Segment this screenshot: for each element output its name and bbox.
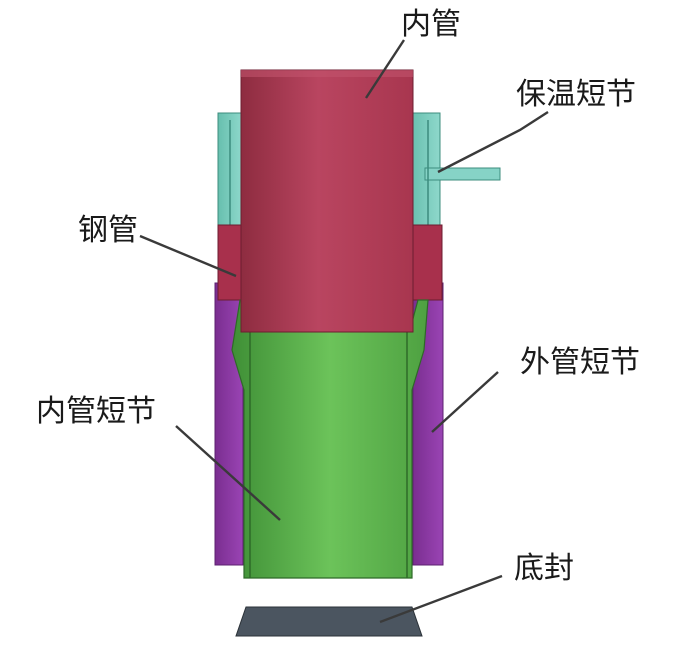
bottom-seal (235, 606, 423, 637)
label-outer-pipe-nipple: 外管短节 (520, 345, 640, 380)
inner-pipe (240, 69, 414, 333)
inner-pipe-nipple-leader (175, 425, 281, 521)
label-inner-pipe-nipple: 内管短节 (36, 394, 156, 429)
label-insulation-nipple: 保温短节 (516, 77, 636, 112)
steel-pipe-leader (139, 234, 237, 278)
inner-pipe-leader (364, 39, 406, 99)
insulation-nipple (217, 112, 501, 256)
label-inner-pipe: 内管 (401, 7, 461, 42)
insulation-nipple-leader (437, 110, 549, 174)
label-bottom-seal: 底封 (514, 551, 574, 586)
bottom-seal-leader (379, 574, 503, 624)
label-steel-pipe: 钢管 (78, 213, 138, 248)
inner-pipe-nipple (231, 299, 429, 579)
outer-pipe-nipple-leader (431, 371, 499, 433)
